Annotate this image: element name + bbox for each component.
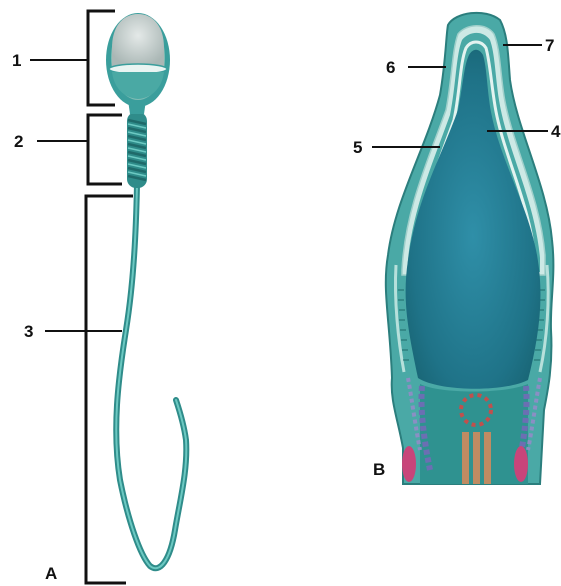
sperm-midpiece [127, 112, 147, 188]
label-2: 2 [14, 132, 23, 151]
label-5: 5 [353, 138, 362, 157]
bracket-2 [88, 115, 122, 184]
label-6: 6 [386, 58, 395, 77]
panel-a: 1 2 3 A [12, 11, 186, 583]
label-1: 1 [12, 51, 21, 70]
panel-label-b: B [373, 460, 385, 479]
bracket-3 [86, 196, 133, 583]
panel-label-a: A [45, 564, 57, 583]
label-4: 4 [551, 122, 561, 141]
label-3: 3 [24, 322, 33, 341]
neck-region [402, 378, 540, 484]
label-7: 7 [545, 36, 554, 55]
nucleus [406, 50, 541, 389]
panel-b: 4 5 6 7 B [353, 13, 561, 484]
sperm-head [106, 13, 170, 107]
